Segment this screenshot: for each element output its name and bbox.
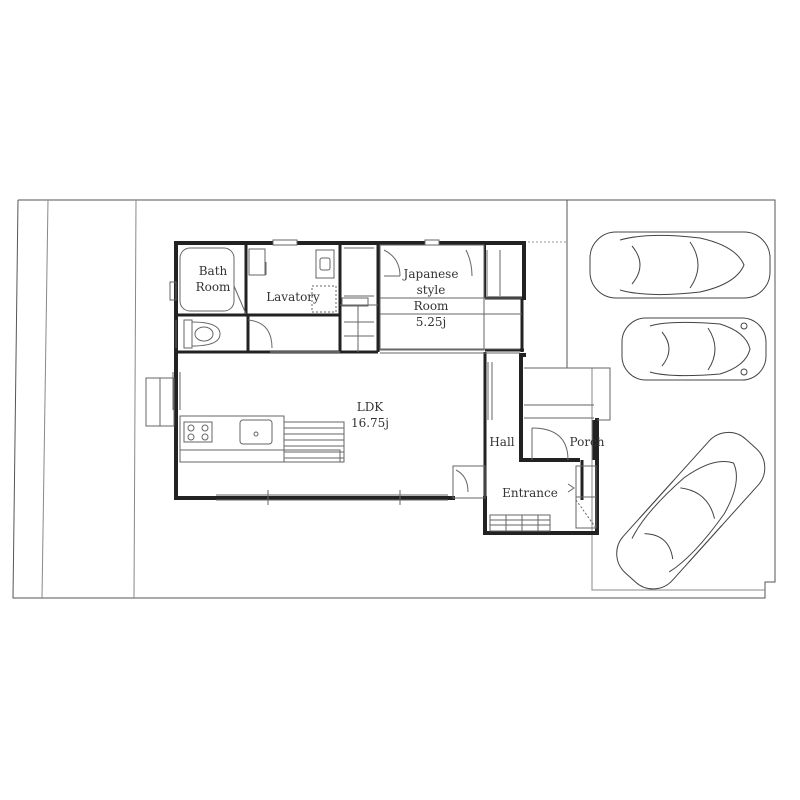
- japanese-room-size: 5.25j: [416, 315, 446, 329]
- porch-label: Porch: [570, 435, 605, 449]
- ldk-label: LDK: [357, 400, 385, 414]
- ldk-size: 16.75j: [351, 416, 389, 430]
- hall-label: Hall: [489, 435, 514, 449]
- parked-car-2: [621, 317, 767, 381]
- entrance-label: Entrance: [502, 486, 558, 500]
- bath-room-label-line1: Bath: [199, 264, 228, 278]
- details: [145, 239, 611, 532]
- japanese-room-label-line3: Room: [414, 299, 449, 313]
- parked-car-1: [589, 231, 771, 299]
- bath-room-label-line2: Room: [196, 280, 231, 294]
- site-boundary: [12, 199, 776, 599]
- japanese-room-label-line1: Japanese: [402, 267, 459, 281]
- japanese-room-label-line2: style: [417, 283, 446, 297]
- lavatory-label: Lavatory: [266, 290, 320, 304]
- interior-walls: [176, 243, 596, 500]
- parked-car-3: [616, 431, 766, 590]
